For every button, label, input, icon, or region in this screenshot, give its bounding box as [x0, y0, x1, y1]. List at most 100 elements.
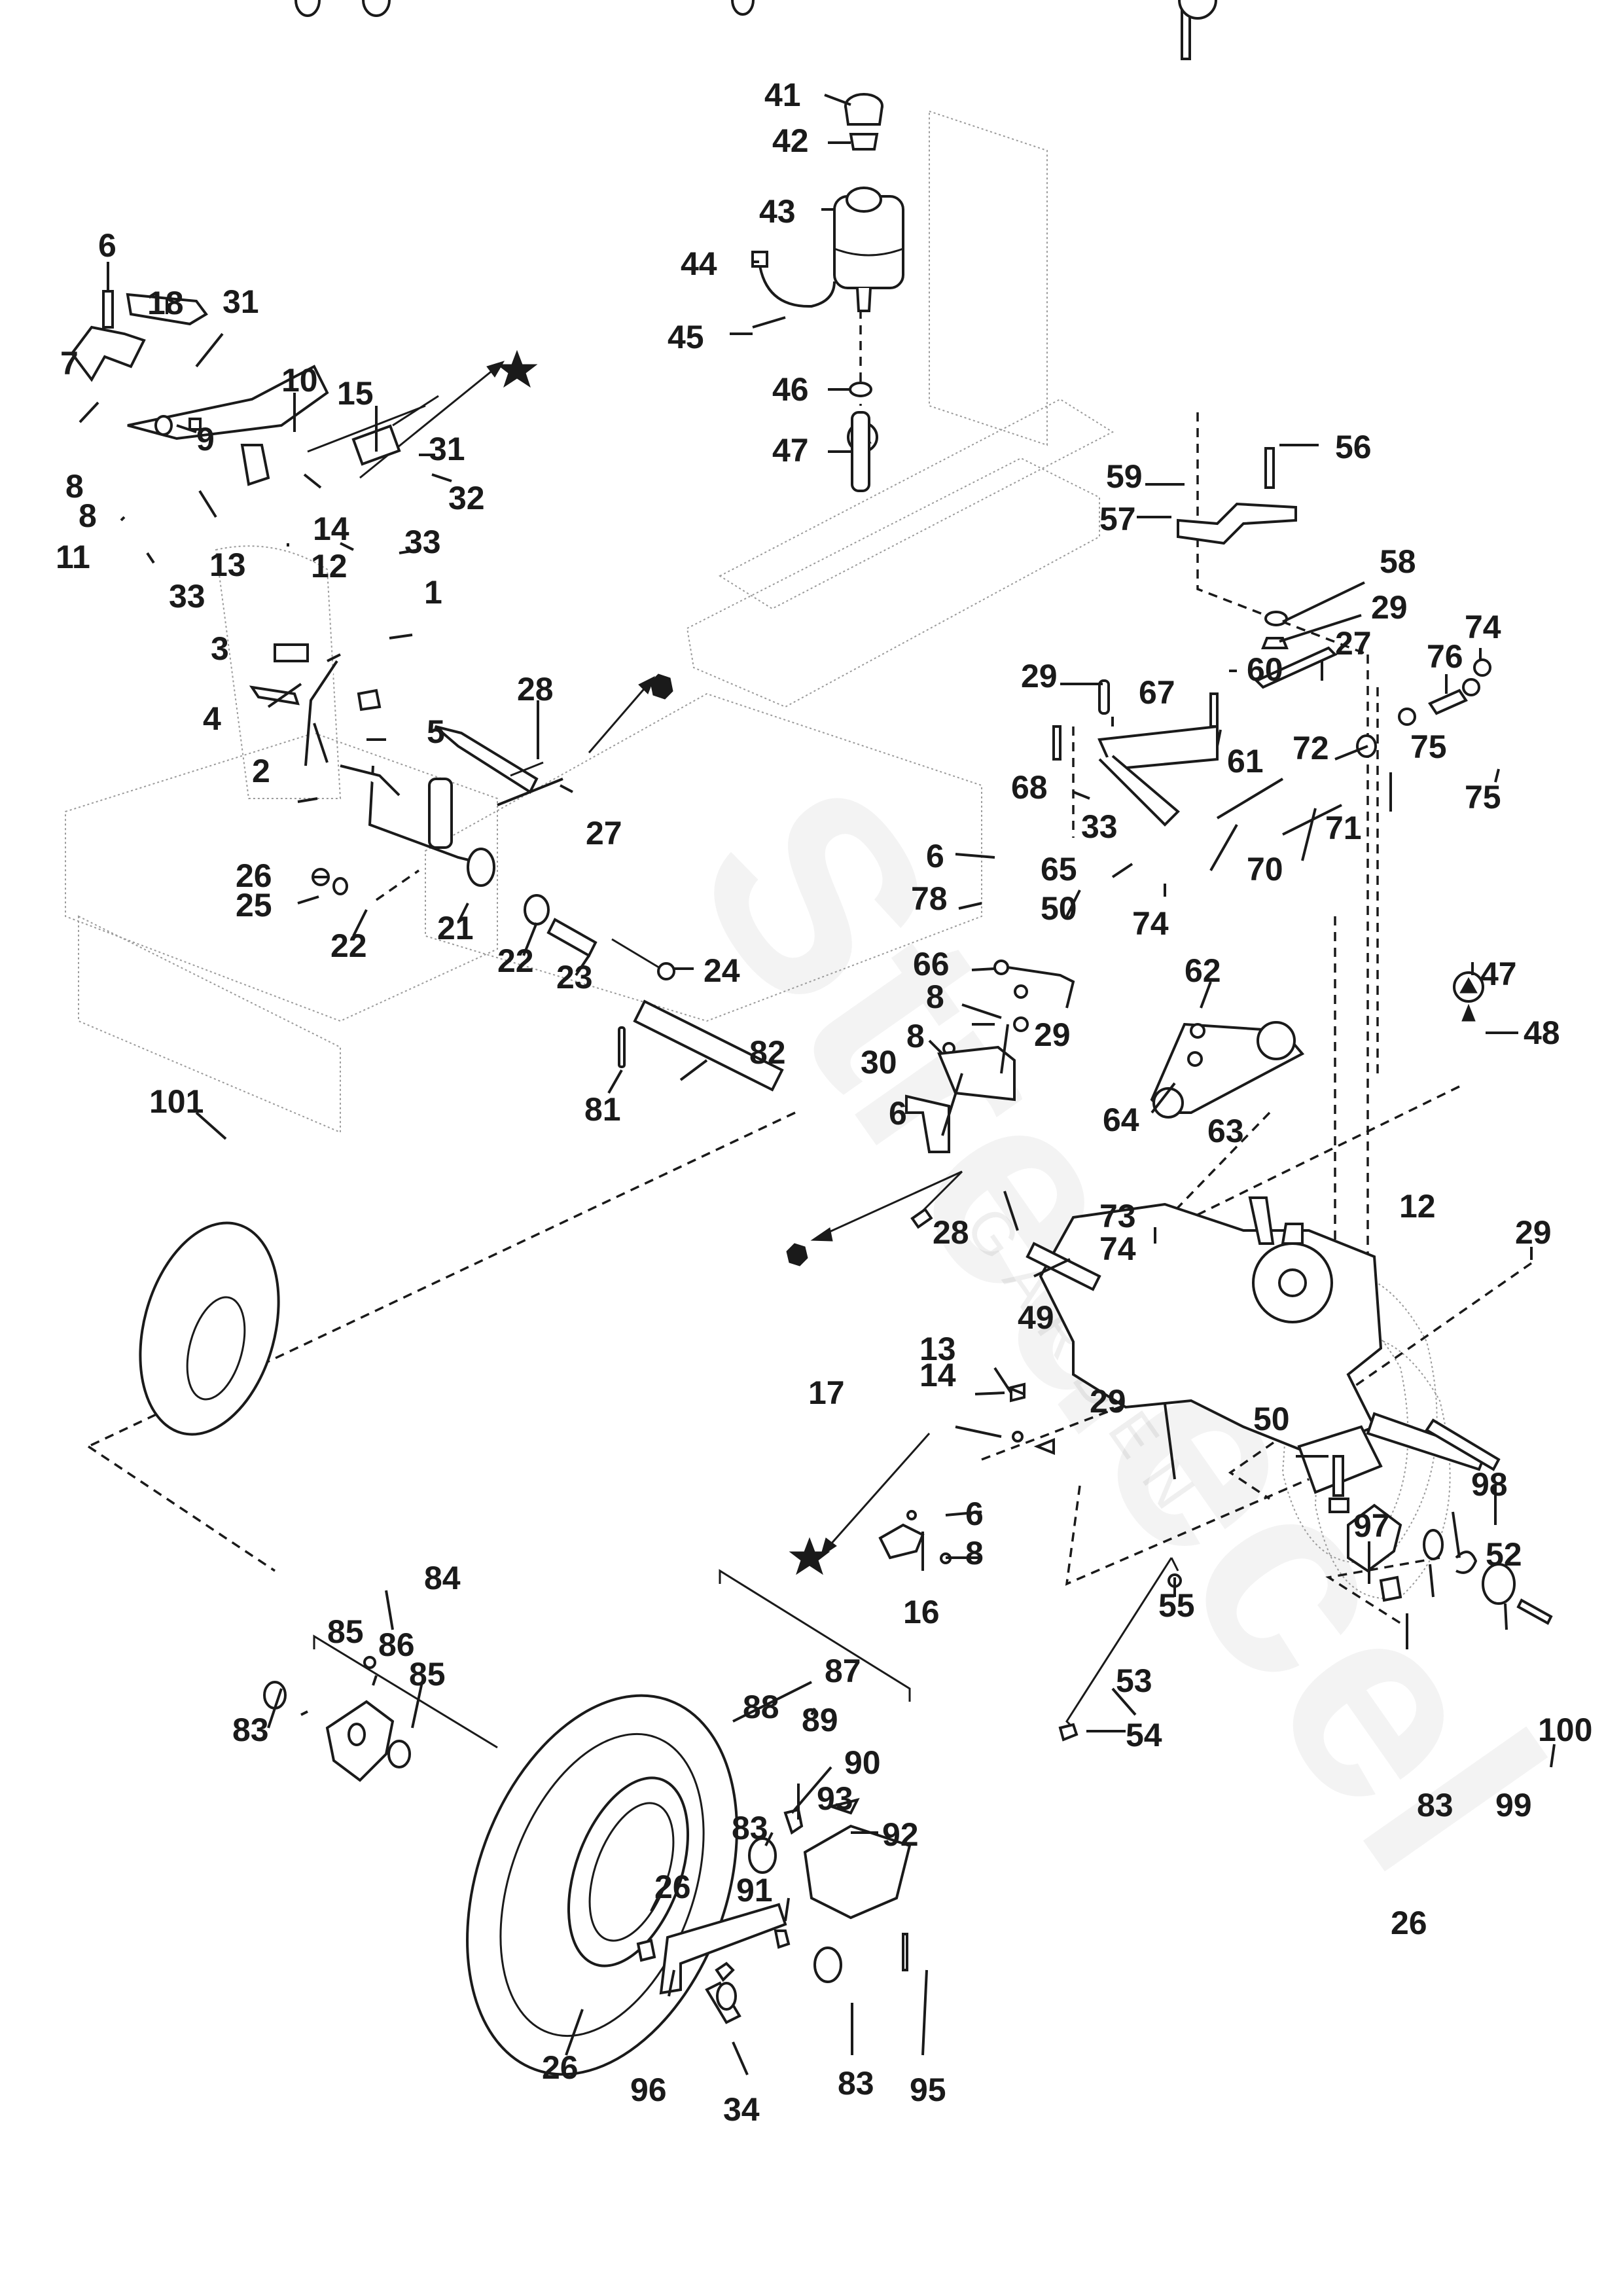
spindle-bracket-assembly [636, 0, 912, 2024]
callout-26: 26 [542, 2049, 579, 2086]
callout-4: 4 [203, 700, 221, 737]
callout-33: 33 [404, 524, 441, 560]
callout-29: 29 [1515, 1214, 1552, 1251]
callout-47: 47 [772, 432, 809, 469]
callout-8: 8 [65, 468, 84, 505]
callout-21: 21 [437, 910, 474, 946]
callout-47: 47 [1480, 956, 1517, 992]
callout-31: 31 [223, 283, 259, 320]
callout-99: 99 [1495, 1787, 1532, 1823]
callout-56: 56 [1335, 429, 1372, 465]
callout-13: 13 [209, 547, 246, 583]
callout-49: 49 [1018, 1299, 1054, 1336]
right-hub-assembly [1347, 1503, 1553, 1625]
pivot-shaft [618, 999, 784, 1092]
callout-28: 28 [933, 1214, 969, 1251]
callout-15: 15 [337, 375, 374, 412]
callout-74: 74 [1132, 905, 1169, 942]
callout-5: 5 [427, 713, 445, 750]
hub-assembly [263, 0, 498, 1782]
callout-6: 6 [889, 1095, 907, 1132]
callout-70: 70 [1247, 851, 1283, 888]
callout-11: 11 [56, 539, 90, 575]
callout-30: 30 [861, 1044, 897, 1081]
callout-24: 24 [704, 952, 740, 989]
pedal-lever-assembly [249, 0, 675, 980]
callout-29: 29 [1371, 589, 1408, 626]
callout-26: 26 [1391, 1905, 1427, 1941]
callout-27: 27 [586, 815, 622, 852]
callout-44: 44 [681, 245, 717, 282]
callout-84: 84 [424, 1560, 461, 1596]
callout-50: 50 [1041, 890, 1077, 927]
callout-81: 81 [584, 1091, 621, 1128]
cable-arrow [588, 680, 652, 753]
callout-68: 68 [1011, 769, 1048, 806]
callout-46: 46 [772, 371, 809, 408]
callout-62: 62 [1185, 952, 1221, 989]
callout-29: 29 [1034, 1016, 1071, 1053]
callout-57: 57 [1099, 501, 1136, 537]
callout-18: 18 [147, 285, 184, 321]
callout-92: 92 [882, 1816, 919, 1853]
callout-90: 90 [844, 1744, 881, 1781]
callout-33: 33 [1081, 808, 1118, 845]
callout-75: 75 [1410, 728, 1447, 765]
callout-64: 64 [1103, 1102, 1139, 1138]
transmission-assembly [1026, 1196, 1501, 1494]
callout-1: 1 [424, 574, 442, 611]
callout-85: 85 [327, 1613, 364, 1650]
callout-58: 58 [1380, 543, 1416, 580]
callout-61: 61 [1227, 743, 1264, 780]
callout-42: 42 [772, 122, 809, 159]
callout-8: 8 [906, 1018, 925, 1054]
star-icon [789, 1537, 830, 1575]
callout-101: 101 [149, 1083, 204, 1120]
callout-87: 87 [825, 1653, 861, 1689]
callout-66: 66 [913, 946, 950, 982]
callout-50: 50 [1253, 1401, 1290, 1437]
chassis-frame-ghost [65, 110, 1451, 1600]
callout-10: 10 [281, 362, 318, 399]
callout-33: 33 [169, 578, 205, 615]
callout-63: 63 [1207, 1113, 1244, 1149]
callout-83: 83 [232, 1712, 269, 1748]
callout-52: 52 [1486, 1536, 1522, 1573]
callout-74: 74 [1465, 609, 1501, 645]
callout-34: 34 [723, 2091, 760, 2128]
parts [70, 0, 1553, 2076]
callout-17: 17 [808, 1374, 845, 1411]
idler-bracket-assembly [1052, 0, 1491, 871]
callout-6: 6 [98, 227, 116, 264]
callout-22: 22 [330, 927, 367, 964]
callout-26: 26 [236, 857, 272, 894]
callout-labels: 41 42 43 44 45 46 47 6 18 31 7 10 15 9 3… [56, 77, 1592, 2128]
callout-82: 82 [749, 1034, 786, 1071]
cable-arrow [823, 1433, 931, 1552]
callout-48: 48 [1524, 1014, 1560, 1051]
callout-12: 12 [1399, 1188, 1436, 1225]
callout-55: 55 [1158, 1587, 1195, 1624]
callout-26: 26 [654, 1869, 691, 1905]
cable-arrow [359, 365, 498, 479]
triangle-circle-icon [1453, 971, 1484, 1003]
callout-100: 100 [1538, 1712, 1592, 1748]
callout-9: 9 [196, 421, 215, 457]
callout-95: 95 [910, 2072, 946, 2108]
callout-6: 6 [926, 838, 944, 874]
callout-83: 83 [732, 1810, 768, 1846]
callout-88: 88 [743, 1689, 779, 1725]
callout-71: 71 [1325, 810, 1362, 846]
callout-12: 12 [311, 548, 348, 584]
callout-14: 14 [919, 1357, 956, 1393]
callout-85: 85 [409, 1656, 446, 1693]
callout-97: 97 [1353, 1507, 1390, 1544]
callout-54: 54 [1126, 1717, 1162, 1753]
callout-25: 25 [236, 887, 272, 924]
callout-2: 2 [252, 753, 270, 789]
callout-60: 60 [1247, 651, 1283, 688]
callout-93: 93 [817, 1780, 853, 1817]
callout-3: 3 [211, 630, 229, 667]
leader-lines [79, 94, 1556, 2075]
